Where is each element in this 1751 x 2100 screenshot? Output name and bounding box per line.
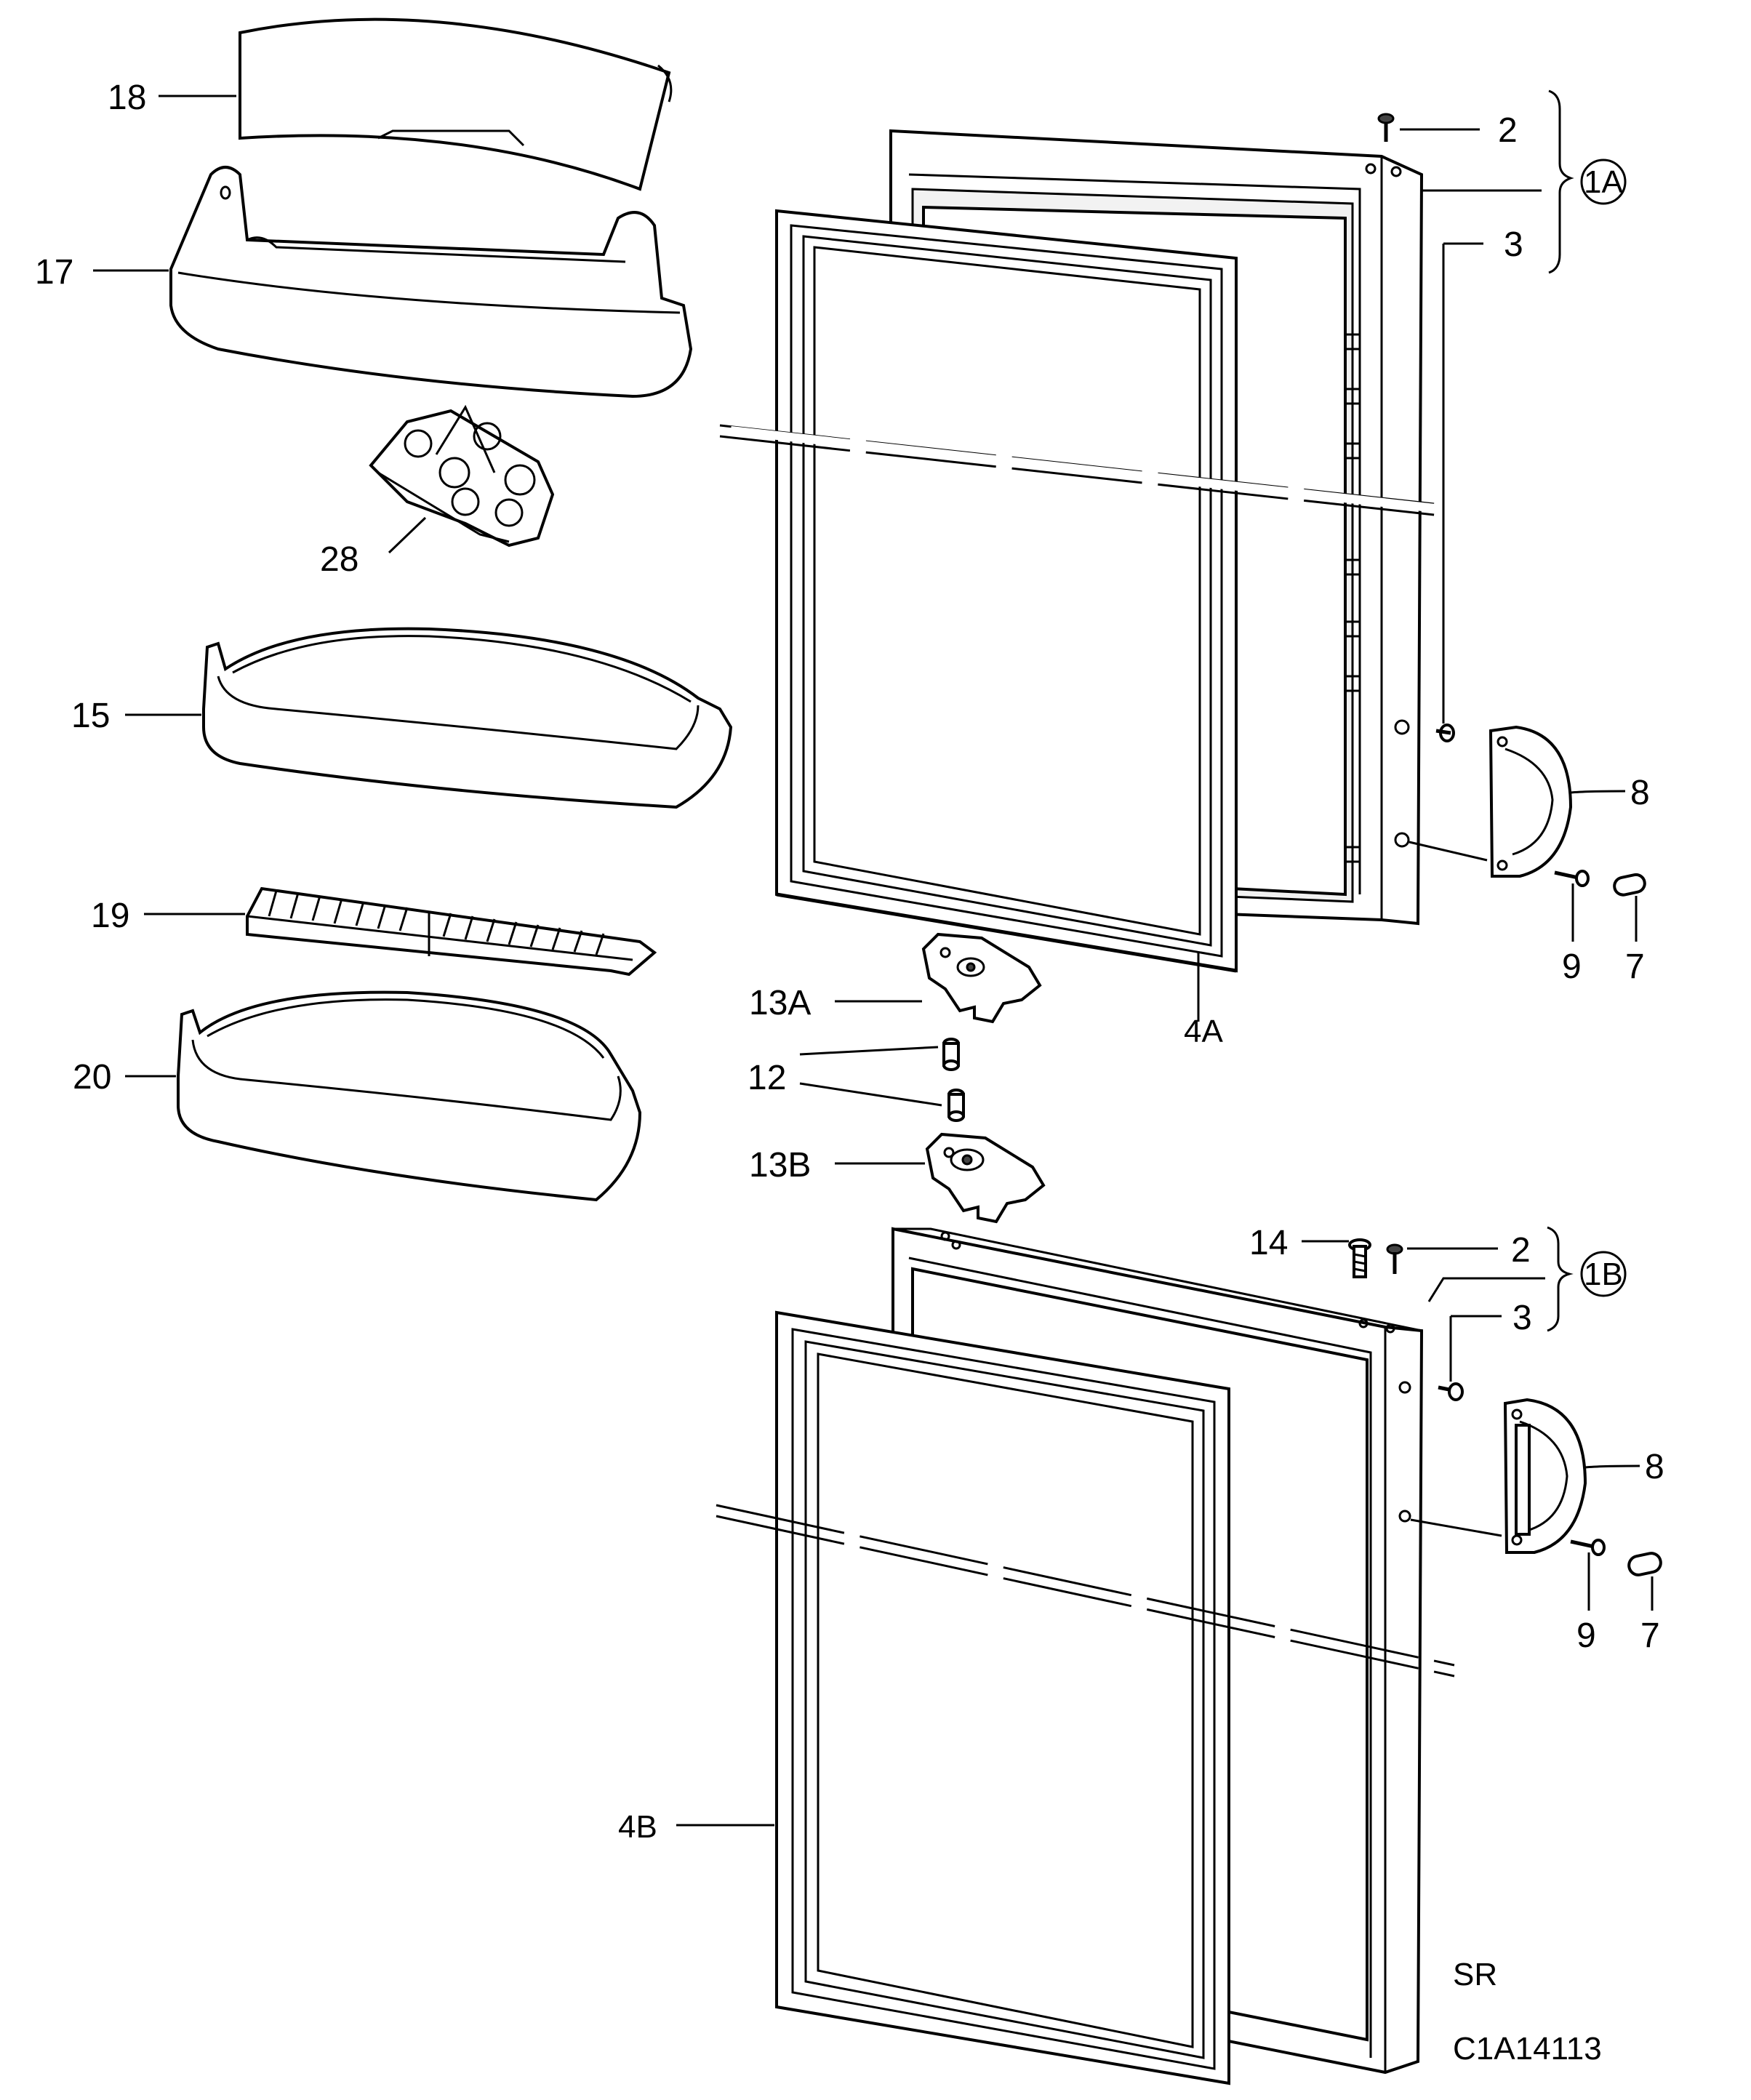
- label-code: C1A14113: [1453, 2031, 1602, 2067]
- label-14: 14: [1249, 1224, 1288, 1262]
- part-3a-screw: [1435, 724, 1455, 742]
- label-8a: 8: [1630, 774, 1650, 812]
- leader-8b: [1584, 1464, 1640, 1469]
- part-9a-screw: [1554, 870, 1590, 887]
- upper-break-lines: [719, 424, 1448, 518]
- leader-8b-hole: [1410, 1518, 1502, 1537]
- bracket-1b: [1547, 1226, 1574, 1332]
- label-9a: 9: [1562, 947, 1582, 986]
- part-15-door-bin: [202, 627, 733, 809]
- callout-1b-circle: [1580, 1251, 1627, 1297]
- part-2a-screw: [1377, 113, 1395, 142]
- label-19: 19: [91, 897, 129, 935]
- label-2b: 2: [1511, 1231, 1531, 1270]
- part-8a-handle: [1488, 725, 1573, 878]
- callout-1a-circle: [1580, 159, 1627, 205]
- leader-8a-hole: [1409, 841, 1488, 862]
- leader-12-b: [799, 1082, 942, 1107]
- label-8b: 8: [1645, 1448, 1664, 1486]
- label-sr: SR: [1453, 1957, 1497, 1992]
- label-9b: 9: [1576, 1616, 1596, 1655]
- part-17-door-bin: [169, 166, 693, 398]
- label-18: 18: [108, 79, 146, 117]
- upper-door-hooks: [1345, 333, 1361, 863]
- part-19-grille: [246, 886, 657, 977]
- label-1b: 1B: [1584, 1257, 1623, 1292]
- leader-1b: [1427, 1277, 1545, 1302]
- label-17: 17: [35, 253, 73, 292]
- bracket-1a: [1548, 89, 1574, 274]
- label-20: 20: [73, 1058, 111, 1097]
- part-12-pin-top: [942, 1038, 960, 1071]
- label-2a: 2: [1498, 111, 1518, 150]
- part-7b-cap: [1627, 1552, 1662, 1576]
- label-13a: 13A: [749, 984, 811, 1022]
- label-15: 15: [71, 697, 110, 735]
- label-1a: 1A: [1584, 164, 1623, 200]
- label-28: 28: [320, 540, 358, 579]
- part-18-shelf-cover: [239, 17, 673, 191]
- label-4b: 4B: [618, 1809, 657, 1845]
- label-3a: 3: [1504, 225, 1523, 264]
- label-4a: 4A: [1184, 1014, 1223, 1049]
- label-13b: 13B: [749, 1146, 811, 1185]
- part-14-screw: [1348, 1238, 1371, 1278]
- part-4a-gasket: [775, 209, 1238, 973]
- part-3b-screw: [1438, 1382, 1464, 1401]
- leader-12-a: [799, 1046, 939, 1056]
- part-9b-screw: [1570, 1539, 1606, 1556]
- part-20-door-bin: [177, 990, 642, 1202]
- part-13a-hinge: [921, 932, 1042, 1024]
- leader-28: [388, 516, 427, 554]
- part-2b-screw: [1386, 1243, 1403, 1274]
- part-12-pin-bottom: [947, 1089, 965, 1122]
- lower-break-lines: [716, 1504, 1455, 1678]
- part-13b-hinge: [925, 1132, 1046, 1224]
- part-8b-handle: [1503, 1398, 1587, 1554]
- leader-8a: [1570, 790, 1626, 794]
- part-28-egg-tray: [369, 404, 555, 548]
- label-7a: 7: [1625, 947, 1645, 986]
- label-12: 12: [748, 1059, 786, 1097]
- label-3b: 3: [1512, 1299, 1532, 1337]
- part-7a-cap: [1613, 873, 1646, 897]
- part-4b-gasket: [775, 1310, 1230, 2085]
- label-7b: 7: [1640, 1616, 1660, 1655]
